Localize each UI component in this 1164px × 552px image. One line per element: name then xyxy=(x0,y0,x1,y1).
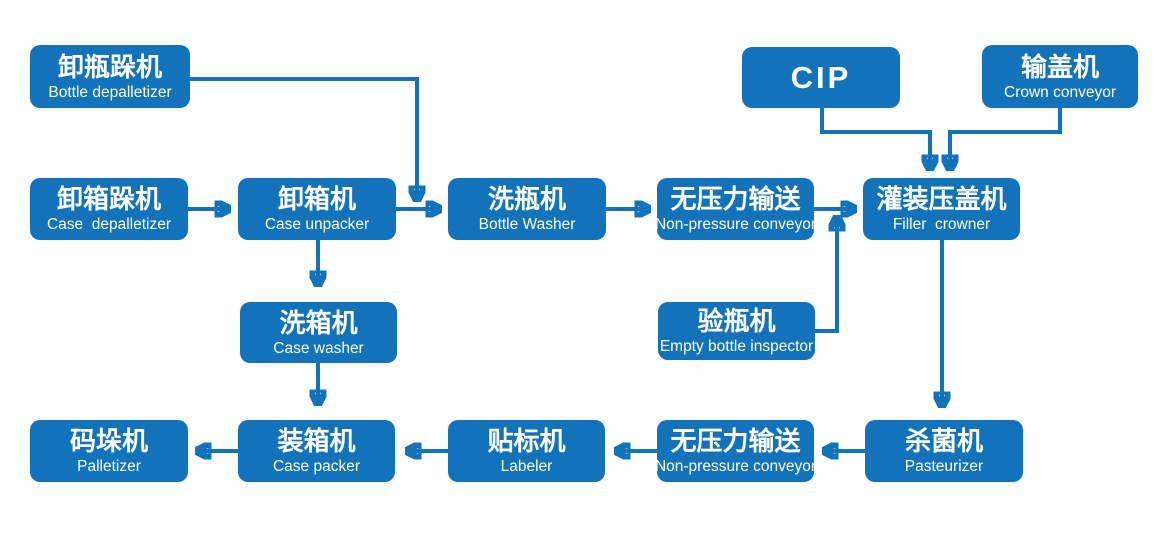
node-case-packer: 装箱机 Case packer xyxy=(238,420,395,482)
node-empty-bottle-inspector: 验瓶机 Empty bottle inspector xyxy=(658,302,815,360)
node-non-pressure-conveyor-2-label-zh: 无压力输送 xyxy=(670,426,801,456)
node-case-washer-label-zh: 洗箱机 xyxy=(279,307,358,338)
node-case-washer-label-en: Case washer xyxy=(273,339,364,357)
node-empty-bottle-inspector-label-zh: 验瓶机 xyxy=(697,306,776,336)
node-palletizer: 码垛机 Palletizer xyxy=(30,420,188,482)
node-filler-crowner-label-en: Filler crowner xyxy=(892,216,991,233)
node-filler-crowner: 灌装压盖机 Filler crowner xyxy=(863,178,1020,240)
node-palletizer-label-en: Palletizer xyxy=(77,458,141,475)
node-bottle-washer-label-zh: 洗瓶机 xyxy=(487,184,566,214)
node-labeler: 贴标机 Labeler xyxy=(448,420,605,482)
node-labeler-label-en: Labeler xyxy=(500,458,553,475)
node-bottle-washer: 洗瓶机 Bottle Washer xyxy=(448,178,606,240)
node-crown-conveyor: 输盖机 Crown conveyor xyxy=(982,45,1138,108)
node-crown-conveyor-label-zh: 输盖机 xyxy=(1020,51,1099,82)
node-pasteurizer: 杀菌机 Pasteurizer xyxy=(865,420,1023,482)
node-case-packer-label-zh: 装箱机 xyxy=(277,426,356,456)
node-case-packer-label-en: Case packer xyxy=(272,458,360,475)
node-case-unpacker-label-zh: 卸箱机 xyxy=(277,184,356,214)
node-cip: CIP xyxy=(742,47,900,108)
node-case-depalletizer-label-zh: 卸箱跺机 xyxy=(56,184,161,214)
node-labeler-label-zh: 贴标机 xyxy=(487,426,566,456)
node-filler-crowner-label-zh: 灌装压盖机 xyxy=(876,184,1007,214)
node-case-washer: 洗箱机 Case washer xyxy=(240,302,397,363)
node-non-pressure-conveyor-1-label-zh: 无压力输送 xyxy=(670,184,801,214)
node-bottle-depalletizer: 卸瓶跺机 Bottle depalletizer xyxy=(30,45,190,108)
node-empty-bottle-inspector-label-en: Empty bottle inspector xyxy=(659,338,814,355)
node-bottle-depalletizer-label-en: Bottle depalletizer xyxy=(48,83,172,101)
edge-cip-to-filler-crowner xyxy=(820,108,930,167)
node-case-unpacker-label-en: Case unpacker xyxy=(264,216,370,233)
edge-empty-bottle-inspector-to-filler-crowner xyxy=(815,219,837,333)
node-non-pressure-conveyor-2: 无压力输送 Non-pressure conveyor xyxy=(654,420,817,482)
edge-crown-conveyor-to-filler-crowner xyxy=(950,108,1062,167)
node-case-depalletizer-label-en: Case depalletizer xyxy=(46,216,172,233)
node-cip-label: CIP xyxy=(790,59,852,95)
node-non-pressure-conveyor-2-label-en: Non-pressure conveyor xyxy=(654,458,817,475)
node-non-pressure-conveyor-1: 无压力输送 Non-pressure conveyor xyxy=(654,178,817,240)
node-non-pressure-conveyor-1-label-en: Non-pressure conveyor xyxy=(654,216,817,233)
node-pasteurizer-label-en: Pasteurizer xyxy=(904,458,984,475)
node-palletizer-label-zh: 码垛机 xyxy=(69,426,148,456)
node-bottle-washer-label-en: Bottle Washer xyxy=(478,216,576,233)
node-case-depalletizer: 卸箱跺机 Case depalletizer xyxy=(30,178,188,240)
node-case-unpacker: 卸箱机 Case unpacker xyxy=(238,178,396,240)
node-crown-conveyor-label-en: Crown conveyor xyxy=(1004,83,1116,101)
node-bottle-depalletizer-label-zh: 卸瓶跺机 xyxy=(57,51,162,82)
node-pasteurizer-label-zh: 杀菌机 xyxy=(904,426,983,456)
